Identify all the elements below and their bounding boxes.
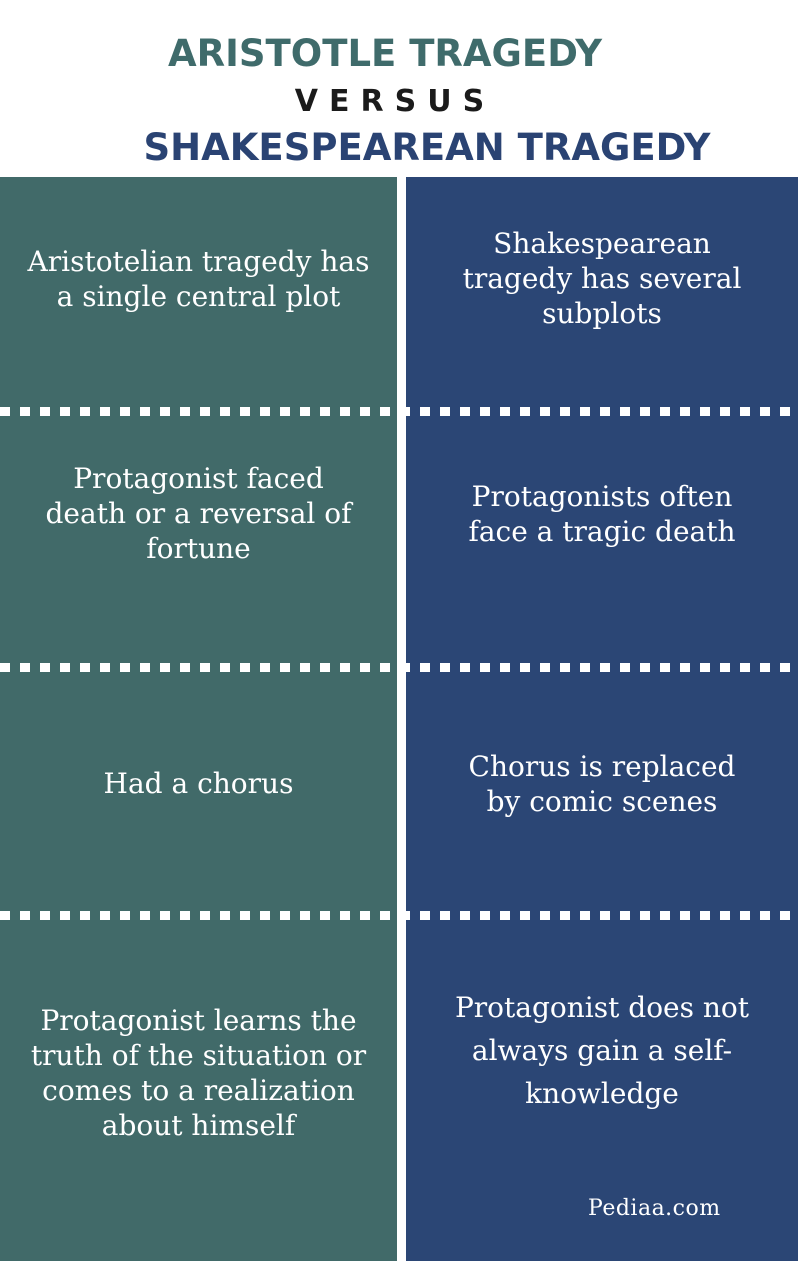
row-2-aristotle-text: Protagonist faced death or a reversal of… (45, 462, 352, 565)
title-aristotle-tragedy: ARISTOTLE TRAGEDY (167, 32, 603, 75)
shakespeare-column (406, 177, 798, 1261)
row-1-shakespeare-text: Shakespearean tragedy has several subplo… (462, 227, 742, 330)
row-4-shakespeare-text: Protagonist does not always gain a self-… (454, 991, 750, 1110)
row-4-aristotle-text: Protagonist learns the truth of the situ… (30, 1004, 367, 1142)
row-1-aristotle-text: Aristotelian tragedy has a single centra… (27, 244, 370, 313)
row-divider-3 (0, 911, 798, 920)
row-2-shakespeare-text: Protagonists often face a tragic death (468, 479, 736, 548)
header: ARISTOTLE TRAGEDY VERSUS SHAKESPEAREAN T… (0, 0, 798, 177)
pediaa-watermark: Pediaa.com (588, 1196, 721, 1221)
aristotle-column (0, 177, 397, 1261)
row-3-shakespeare-text: Chorus is replaced by comic scenes (468, 749, 736, 818)
row-divider-1 (0, 407, 798, 416)
row-divider-2 (0, 663, 798, 672)
column-divider (397, 177, 406, 1261)
row-3-aristotle-text: Had a chorus (103, 767, 294, 800)
title-shakespearean-tragedy: SHAKESPEAREAN TRAGEDY (143, 126, 711, 169)
versus-label: VERSUS (294, 84, 496, 119)
